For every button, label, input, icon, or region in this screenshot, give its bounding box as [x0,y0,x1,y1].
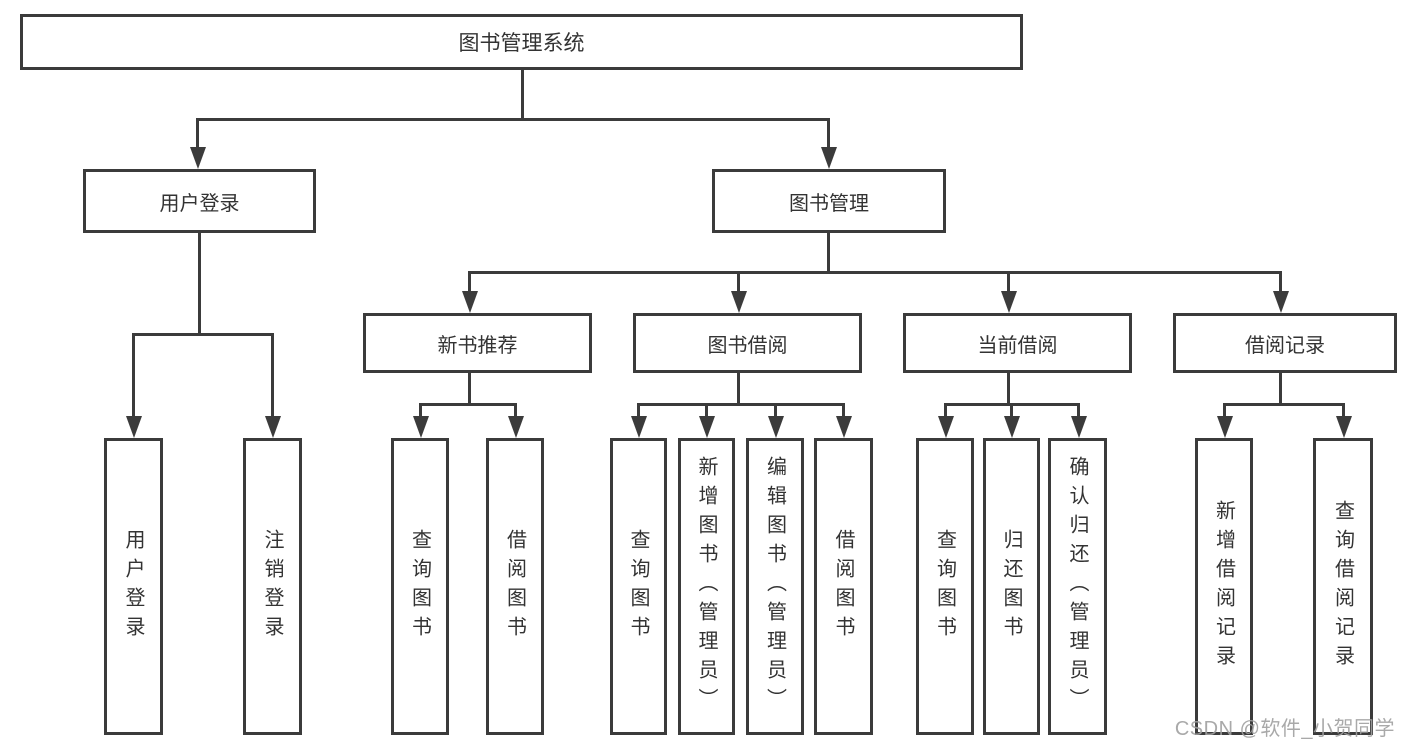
connector-line [1223,403,1345,406]
connector-line [468,373,471,406]
leaf-label: 用户登录 [122,528,144,645]
leaf-label: 查询借阅记录 [1331,499,1354,674]
connector-line [419,403,422,420]
arrow-down-icon [938,416,954,438]
arrow-down-icon [1273,291,1289,313]
leaf-label: 查询图书 [408,528,431,645]
leaf-current-return-book: 归还图书 [983,438,1040,735]
leaf-logout: 注销登录 [243,438,302,735]
connector-line [196,118,199,152]
leaf-label: 新增借阅记录 [1212,499,1235,674]
leaf-borrowing-add-book-admin: 新增图书（管理员） [678,438,735,735]
leaf-label: 归还图书 [1000,528,1022,645]
connector-line [468,271,471,297]
leaf-label: 借阅图书 [503,528,526,645]
node-library-system: 图书管理系统 [20,14,1023,70]
leaf-label: 借阅图书 [832,528,854,645]
node-book-borrowing: 图书借阅 [633,313,862,373]
leaf-label: 注销登录 [261,528,283,645]
leaf-records-query-borrow-record: 查询借阅记录 [1313,438,1373,735]
connector-line [637,403,640,420]
arrow-down-icon [836,416,852,438]
connector-line [1007,373,1010,406]
arrow-down-icon [265,416,281,438]
connector-line [1279,271,1282,297]
leaf-user-login: 用户登录 [104,438,163,735]
leaf-current-query-books: 查询图书 [916,438,974,735]
leaf-label: 编辑图书（管理员） [763,456,786,717]
node-current-borrowing: 当前借阅 [903,313,1132,373]
arrow-down-icon [1004,416,1020,438]
connector-line [132,333,135,421]
arrow-down-icon [699,416,715,438]
connector-line [944,403,947,420]
node-book-management: 图书管理 [712,169,946,233]
node-user-login: 用户登录 [83,169,316,233]
leaf-label: 新增图书（管理员） [695,456,717,717]
leaf-borrowing-edit-book-admin: 编辑图书（管理员） [746,438,804,735]
arrow-down-icon [1217,416,1233,438]
connector-line [1279,373,1282,406]
connector-line [705,403,708,420]
arrow-down-icon [731,291,747,313]
leaf-records-add-borrow-record: 新增借阅记录 [1195,438,1253,735]
connector-line [637,403,845,406]
connector-line [1342,403,1345,420]
connector-line [842,403,845,420]
arrow-down-icon [1071,416,1087,438]
connector-line [514,403,517,420]
leaf-borrowing-borrow-books: 借阅图书 [814,438,873,735]
arrow-down-icon [768,416,784,438]
connector-line [827,118,830,152]
leaf-current-confirm-return-admin: 确认归还（管理员） [1048,438,1107,735]
connector-line [774,403,777,420]
connector-line [737,271,740,297]
connector-line [1077,403,1080,420]
connector-line [132,333,274,336]
connector-line [271,333,274,421]
node-borrowing-records: 借阅记录 [1173,313,1397,373]
arrow-down-icon [126,416,142,438]
node-new-book-recommend: 新书推荐 [363,313,592,373]
arrow-down-icon [1001,291,1017,313]
arrow-down-icon [413,416,429,438]
connector-line [1007,271,1010,297]
arrow-down-icon [1336,416,1352,438]
arrow-down-icon [631,416,647,438]
connector-line [198,233,201,335]
leaf-label: 查询图书 [627,528,649,645]
leaf-label: 查询图书 [933,528,956,645]
connector-line [737,373,740,406]
connector-line [1223,403,1226,420]
arrow-down-icon [508,416,524,438]
connector-line [827,233,830,273]
connector-line [468,271,1282,274]
leaf-borrowing-query-books: 查询图书 [610,438,667,735]
leaf-recommend-query-books: 查询图书 [391,438,449,735]
leaf-label: 确认归还（管理员） [1066,456,1088,717]
arrow-down-icon [190,147,206,169]
arrow-down-icon [821,147,837,169]
connector-line [419,403,517,406]
csdn-watermark: CSDN @软件_小贺同学 [1174,718,1395,740]
connector-line [521,70,524,118]
arrow-down-icon [462,291,478,313]
connector-line [1010,403,1013,420]
leaf-recommend-borrow-books: 借阅图书 [486,438,544,735]
connector-line [196,118,830,121]
